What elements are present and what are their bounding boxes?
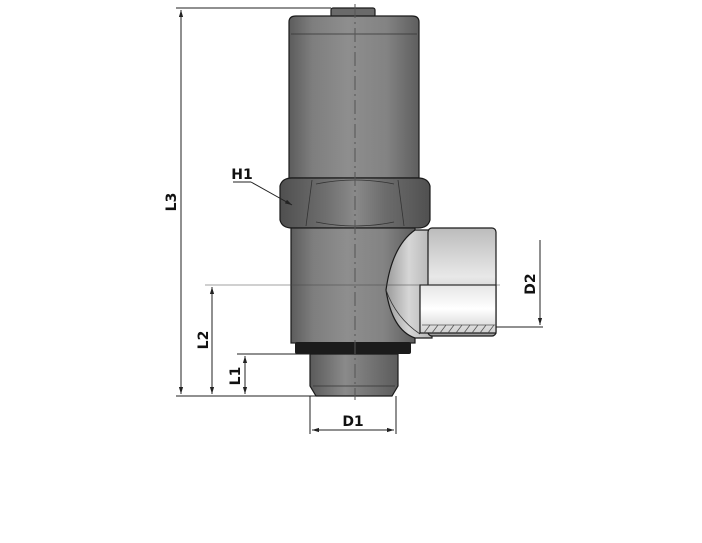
valve-body <box>279 7 431 397</box>
port-bore <box>419 284 497 334</box>
label-h1: H1 <box>231 167 252 183</box>
dimensions <box>176 7 543 434</box>
port-thread-hatch <box>422 324 496 334</box>
label-l3: L3 <box>164 193 180 212</box>
outlet-port <box>385 227 497 339</box>
label-l2: L2 <box>196 331 212 350</box>
label-d1: D1 <box>342 414 363 430</box>
upper-housing <box>288 15 420 179</box>
label-d2: D2 <box>523 273 539 294</box>
label-l1: L1 <box>228 367 244 386</box>
seal-ring <box>295 342 411 354</box>
inlet-thread <box>309 353 399 397</box>
